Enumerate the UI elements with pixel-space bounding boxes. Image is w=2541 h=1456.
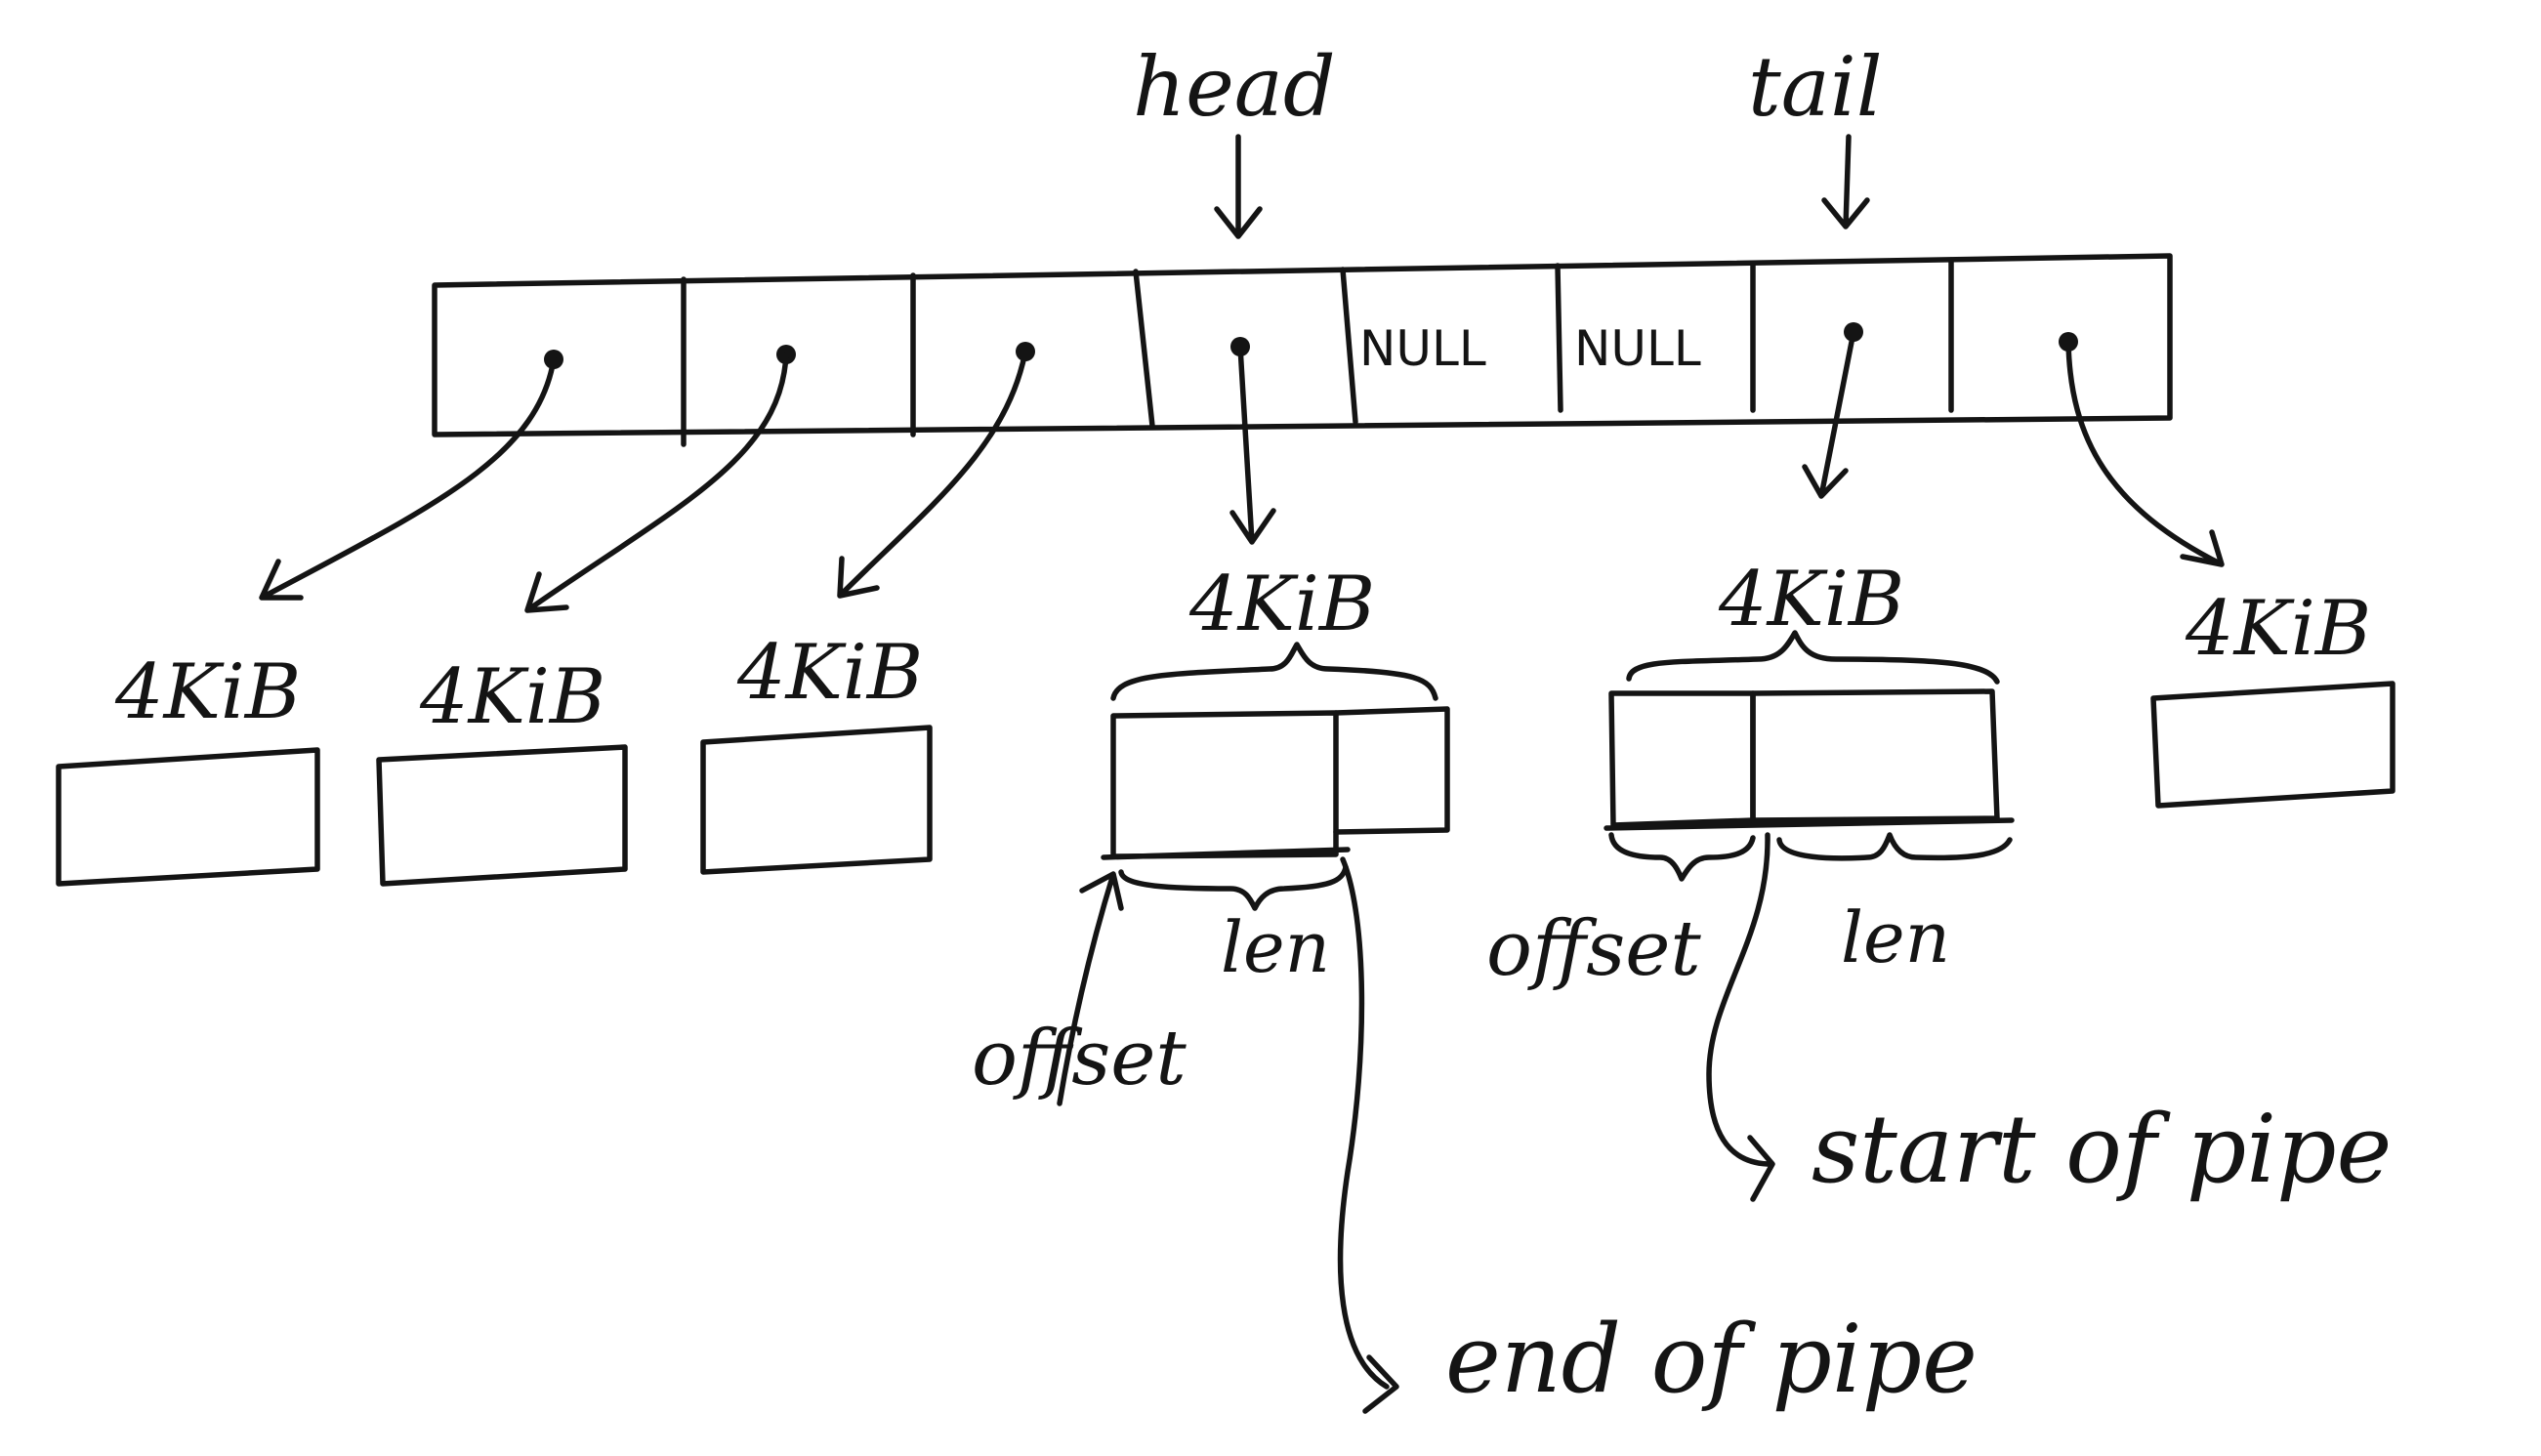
slot-arrow-2: [524, 352, 789, 613]
head-label: head: [1133, 39, 1336, 135]
head-offset-label: offset: [972, 1015, 1187, 1102]
tail-arrow: [1821, 134, 1870, 229]
slot-arrow-8: [2065, 339, 2225, 567]
page-1: 4KiB: [56, 648, 320, 887]
tail-label: tail: [1748, 39, 1883, 135]
tail-offset-label: offset: [1486, 905, 1701, 993]
start-of-pipe-arrow: [1706, 832, 1775, 1202]
tail-page-size-label: 4KiB: [1718, 556, 1904, 644]
page-2-size-label: 4KiB: [419, 653, 605, 741]
tail-len-label: len: [1841, 896, 1950, 978]
end-of-pipe-arrow: [1337, 856, 1399, 1414]
head-len-brace: [1118, 864, 1349, 911]
tail-len-brace: [1776, 832, 2013, 861]
slot-arrow-7: [1802, 329, 1856, 499]
ring-slot-6: NULL: [1574, 320, 1701, 377]
end-of-pipe-label: end of pipe: [1445, 1305, 1978, 1414]
head-arrow: [1214, 134, 1263, 239]
head-page-size-label: 4KiB: [1188, 561, 1375, 648]
slot-arrow-4: [1229, 344, 1276, 545]
ring-divider-5: [1555, 263, 1563, 413]
ring-divider-4: [1340, 267, 1358, 425]
page-3: 4KiB: [700, 629, 933, 875]
page-8: 4KiB: [2150, 585, 2395, 809]
ring-slot-5: NULL: [1359, 320, 1486, 377]
tail-offset-brace: [1608, 832, 1756, 882]
page-2: 4KiB: [376, 653, 628, 887]
tail-page: 4KiB offset len start of pipe: [1486, 556, 2392, 1204]
ring-buffer: NULL NULL: [432, 253, 2173, 447]
slot-arrow-1: [259, 356, 557, 601]
head-page: 4KiB len offset end of pipe: [972, 561, 1978, 1414]
head-len-label: len: [1221, 906, 1330, 988]
head-page-brace: [1110, 642, 1438, 701]
slot-arrow-3: [837, 349, 1028, 599]
page-8-size-label: 4KiB: [2185, 585, 2371, 673]
ring-divider-3: [1133, 269, 1155, 429]
head-offset-arrow: [1057, 871, 1124, 1106]
start-of-pipe-label: start of pipe: [1812, 1095, 2392, 1204]
page-3-size-label: 4KiB: [736, 629, 923, 717]
tail-page-brace: [1626, 630, 2000, 685]
page-1-size-label: 4KiB: [114, 648, 301, 736]
